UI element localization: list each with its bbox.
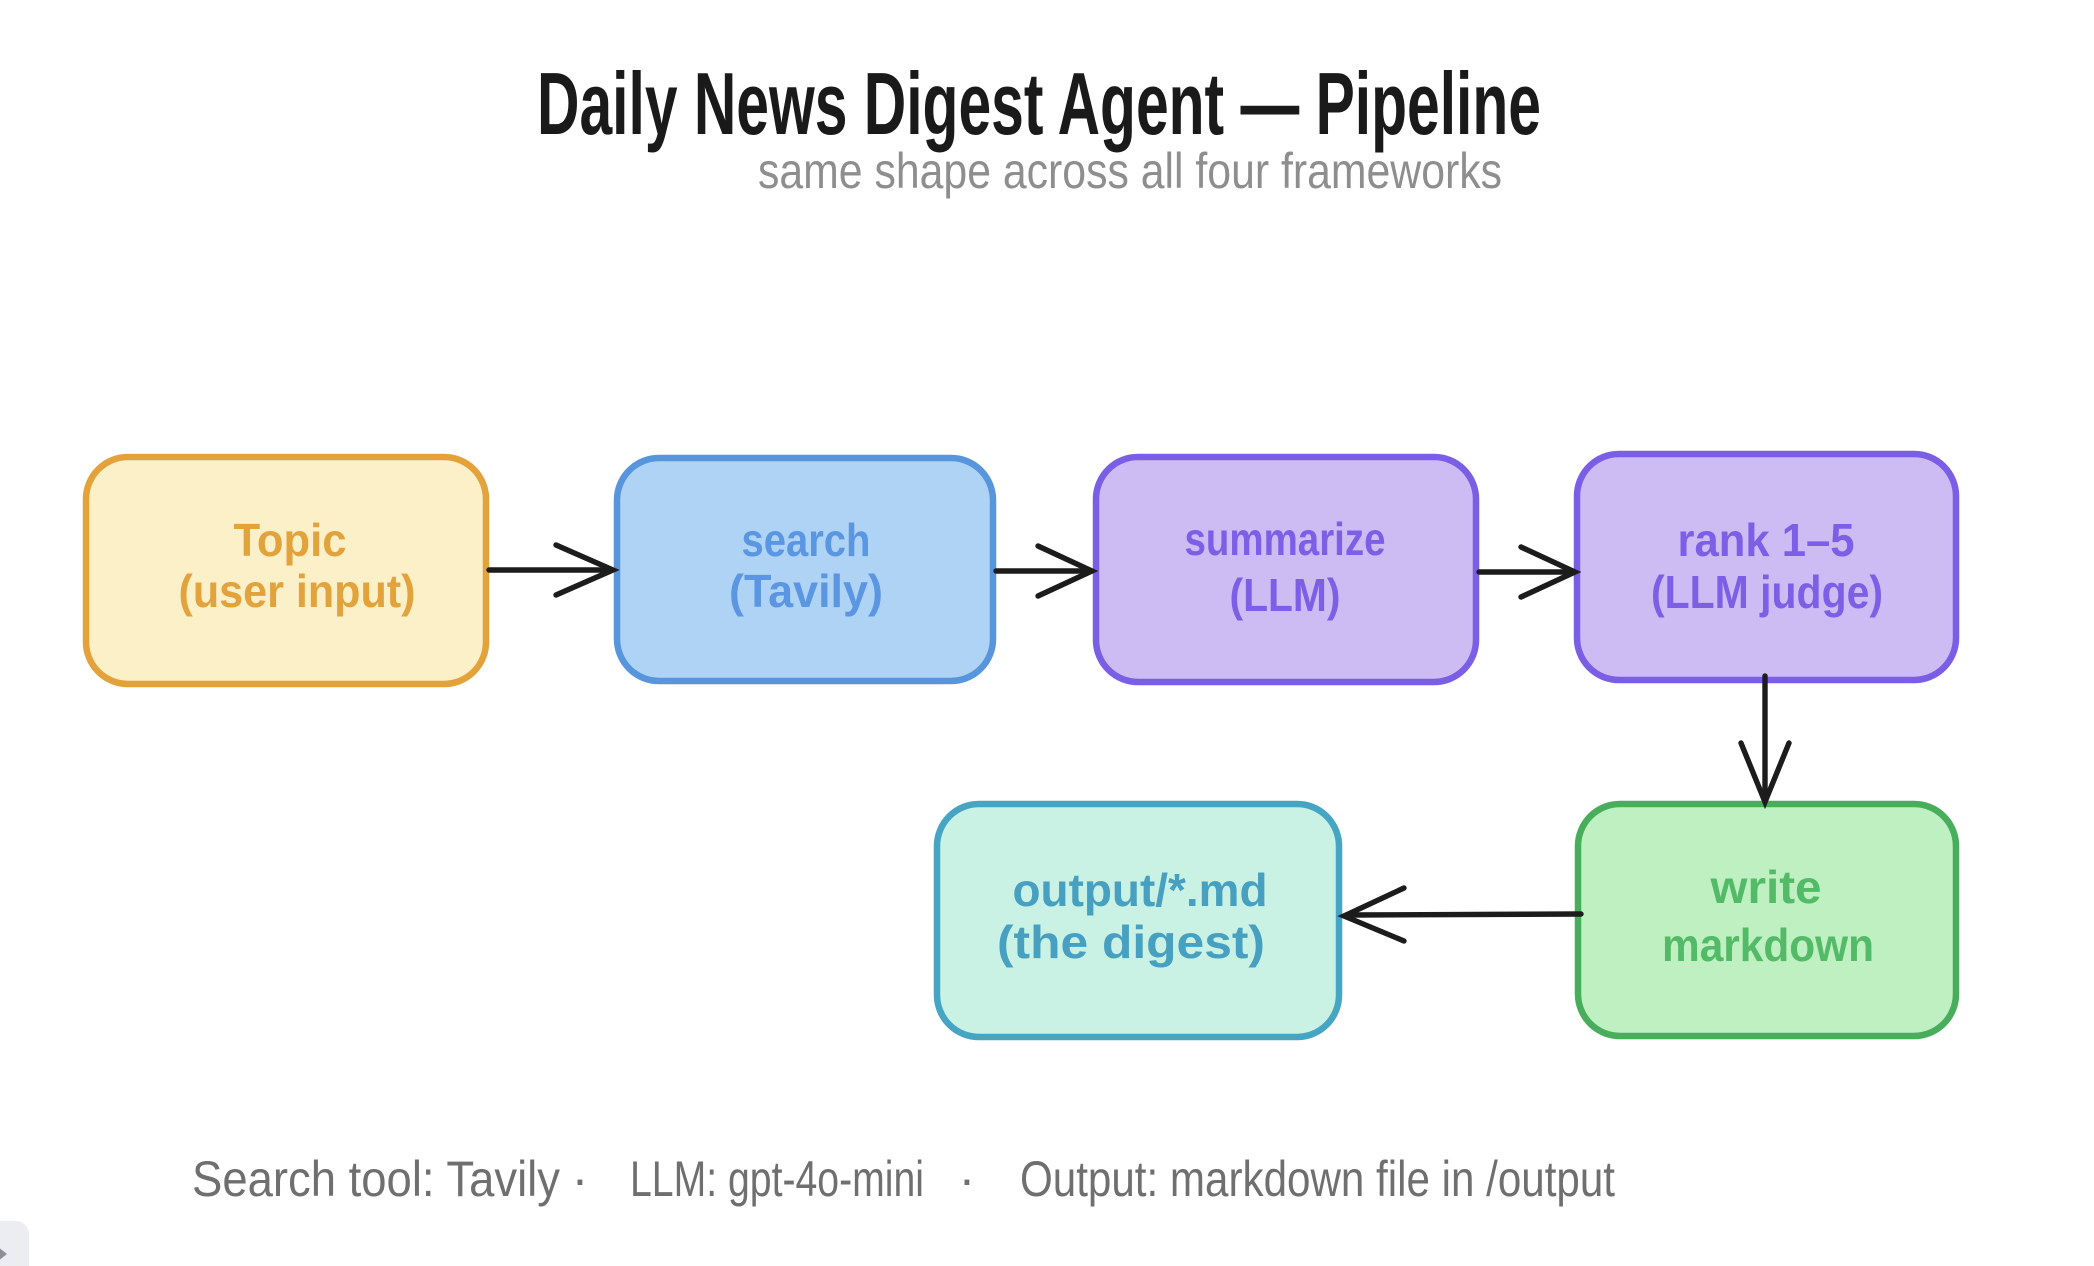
svg-text:Search tool: Tavily: Search tool: Tavily: [192, 1151, 560, 1207]
svg-text:output/*.md: output/*.md: [1013, 864, 1268, 916]
svg-text:Output: markdown file in /outp: Output: markdown file in /output: [1020, 1151, 1615, 1207]
svg-text:(user input): (user input): [179, 565, 416, 617]
svg-text:Daily News Digest Agent — Pipe: Daily News Digest Agent — Pipeline: [537, 54, 1541, 153]
svg-text:rank 1–5: rank 1–5: [1678, 514, 1855, 566]
svg-text:summarize: summarize: [1185, 513, 1386, 565]
svg-text:(the digest): (the digest): [997, 916, 1265, 968]
svg-text:(Tavily): (Tavily): [729, 565, 883, 617]
svg-text:LLM: gpt-4o-mini: LLM: gpt-4o-mini: [630, 1151, 924, 1207]
svg-text:·: ·: [572, 1151, 589, 1207]
svg-text:·: ·: [959, 1151, 976, 1207]
svg-text:markdown: markdown: [1662, 919, 1874, 971]
svg-text:Topic: Topic: [234, 514, 347, 566]
svg-text:write: write: [1709, 861, 1821, 913]
svg-text:(LLM): (LLM): [1230, 569, 1341, 621]
svg-text:same shape across all four fra: same shape across all four frameworks: [758, 143, 1502, 199]
svg-text:search: search: [742, 514, 871, 566]
svg-text:(LLM judge): (LLM judge): [1651, 566, 1883, 618]
